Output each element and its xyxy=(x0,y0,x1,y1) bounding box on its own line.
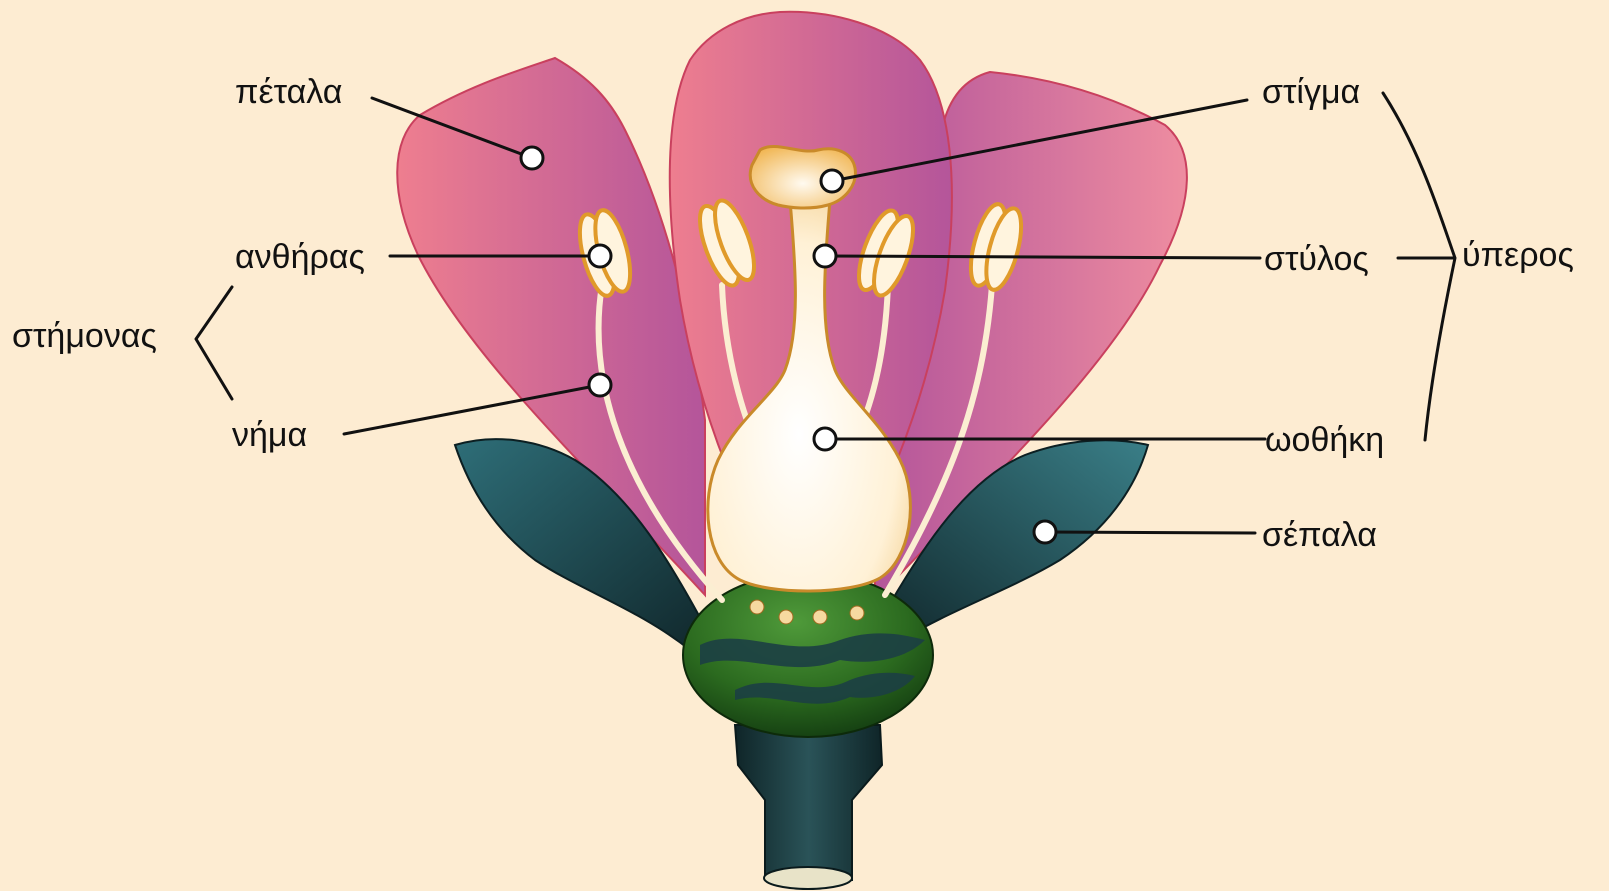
ovary-pointer-dot xyxy=(814,428,836,450)
label-petals: πέταλα xyxy=(235,73,342,111)
petal-pointer-dot xyxy=(521,147,543,169)
sepal-pointer-dot xyxy=(1034,521,1056,543)
anther-pointer-dot xyxy=(589,245,611,267)
stigma-pointer-dot xyxy=(821,170,843,192)
label-anther: ανθήρας xyxy=(235,238,365,276)
stem xyxy=(735,725,882,880)
label-sepals: σέπαλα xyxy=(1262,516,1377,554)
filament-pointer-dot xyxy=(589,374,611,396)
label-style: στύλος xyxy=(1264,240,1369,278)
label-stigma: στίγμα xyxy=(1262,73,1360,111)
pistil-bracket xyxy=(1383,93,1455,440)
label-pistil: ύπερος xyxy=(1462,236,1574,274)
stem-cut xyxy=(764,867,852,889)
label-filament: νήμα xyxy=(232,416,307,454)
stamen-bracket xyxy=(196,287,232,399)
style-pointer-dot xyxy=(814,245,836,267)
label-ovary: ωοθήκη xyxy=(1265,421,1384,459)
label-stamen: στήμονας xyxy=(12,317,157,355)
